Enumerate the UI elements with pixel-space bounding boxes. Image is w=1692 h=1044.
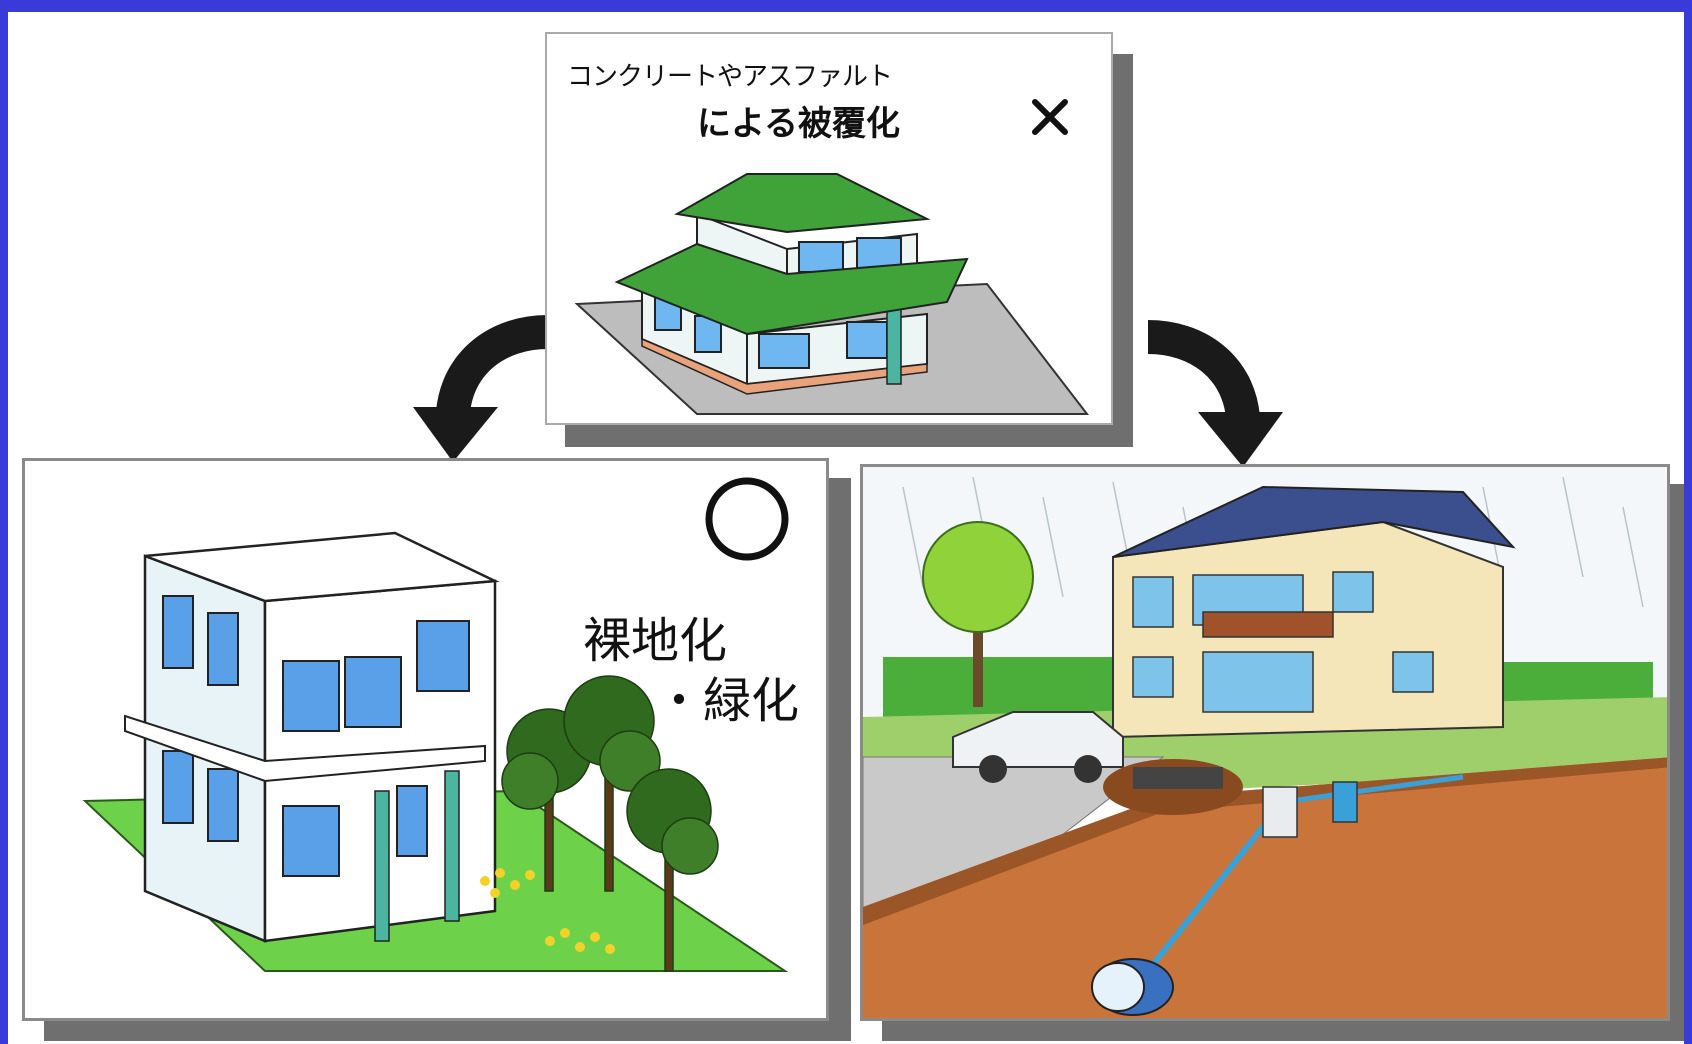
- greening-label-line1: 裸地化: [583, 613, 728, 669]
- panel-paved: コンクリートやアスファルト による被覆化: [545, 32, 1113, 425]
- paved-house-illustration: [574, 99, 1090, 415]
- circle-mark-icon: [705, 477, 789, 561]
- panel-greening: 裸地化 ・緑化: [22, 458, 829, 1021]
- flower-bed: [480, 868, 615, 954]
- storage-tank: [1091, 958, 1174, 1016]
- diagram-canvas: コンクリートやアスファルト による被覆化: [8, 12, 1684, 1044]
- paved-label-line1: コンクリートやアスファルト: [567, 62, 893, 92]
- cross-mark-icon: [1032, 99, 1068, 135]
- green-house-illustration: [82, 477, 789, 972]
- greening-label-line2: ・緑化: [655, 673, 800, 729]
- trees: [501, 675, 719, 972]
- infiltration-house-illustration: [863, 467, 1667, 1018]
- paved-label-line2: による被覆化: [697, 104, 900, 144]
- panel-infiltration: [860, 464, 1670, 1021]
- curved-arrow-right-icon: [1147, 320, 1283, 467]
- curved-arrow-left-icon: [413, 315, 549, 462]
